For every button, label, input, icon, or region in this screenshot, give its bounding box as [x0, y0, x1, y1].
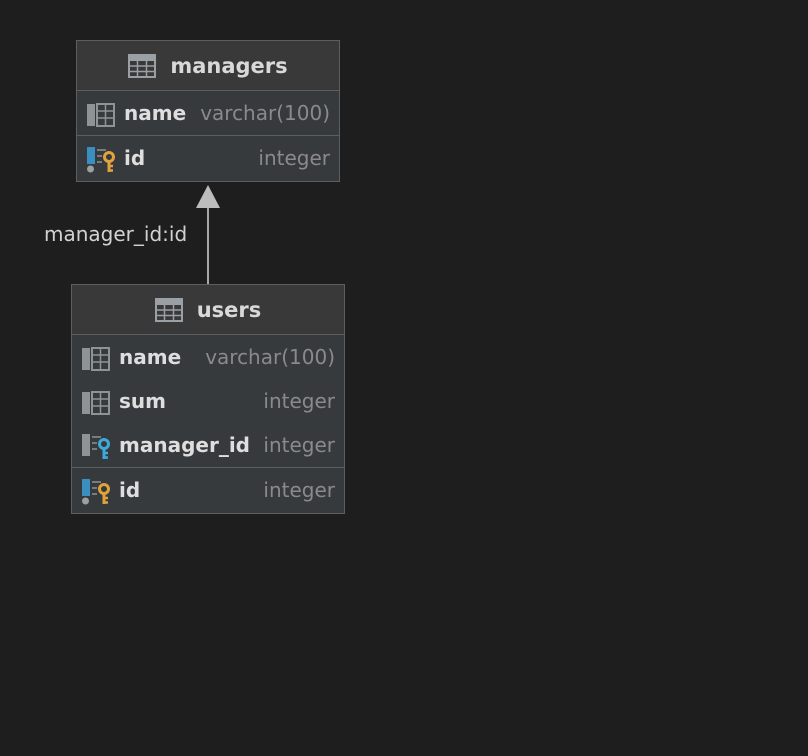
table-icon — [128, 53, 157, 78]
table-title: managers — [170, 53, 288, 78]
column-type: integer — [263, 389, 335, 413]
foreign-key-icon — [82, 434, 110, 459]
table-title: users — [196, 297, 262, 322]
primary-key-icon — [82, 479, 110, 505]
relationship-arrowhead — [196, 185, 220, 208]
table-header[interactable]: users — [72, 285, 344, 335]
table-icon — [154, 297, 183, 322]
column-name: manager_id — [119, 433, 250, 457]
column-row[interactable]: name varchar(100) — [77, 91, 339, 135]
column-type: integer — [258, 146, 330, 170]
column-row[interactable]: name varchar(100) — [72, 335, 344, 379]
column-type: integer — [263, 433, 335, 457]
primary-key-icon — [87, 147, 115, 173]
column-name: sum — [119, 389, 166, 413]
column-icon — [82, 391, 110, 415]
column-type: integer — [263, 478, 335, 502]
column-name: id — [124, 146, 146, 170]
relationship-label: manager_id:id — [44, 222, 188, 246]
table-managers[interactable]: managers name varchar(100) id integer — [76, 40, 340, 182]
column-row[interactable]: sum integer — [72, 379, 344, 423]
column-name: name — [119, 345, 182, 369]
column-row[interactable]: id integer — [72, 467, 344, 513]
column-icon — [87, 103, 115, 127]
column-type: varchar(100) — [205, 345, 335, 369]
column-icon — [82, 347, 110, 371]
column-name: name — [124, 101, 187, 125]
column-row[interactable]: manager_id integer — [72, 423, 344, 467]
column-type: varchar(100) — [200, 101, 330, 125]
table-users[interactable]: users name varchar(100) sum integer — [71, 284, 345, 514]
table-header[interactable]: managers — [77, 41, 339, 91]
column-name: id — [119, 478, 141, 502]
column-row[interactable]: id integer — [77, 135, 339, 181]
